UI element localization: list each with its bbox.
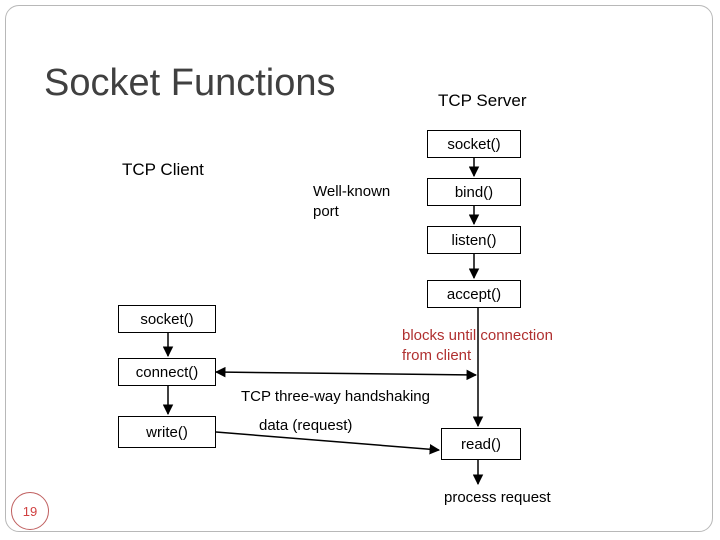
- server-socket-box: socket(): [427, 130, 521, 158]
- page-number: 19: [22, 503, 38, 519]
- client-socket-box: socket(): [118, 305, 216, 333]
- client-write-box: write(): [118, 416, 216, 448]
- client-connect-label: connect(): [135, 363, 199, 381]
- server-bind-label: bind(): [454, 183, 494, 201]
- server-bind-box: bind(): [427, 178, 521, 206]
- server-heading: TCP Server: [438, 91, 527, 110]
- slide-frame: [5, 5, 713, 532]
- process-request-label: process request: [444, 489, 551, 506]
- server-accept-box: accept(): [427, 280, 521, 308]
- client-socket-label: socket(): [140, 310, 194, 328]
- arrow-data-request: [215, 431, 441, 455]
- server-accept-label: accept(): [446, 285, 502, 303]
- data-request-label: data (request): [259, 417, 353, 434]
- well-known-port-label: Well-known port: [313, 182, 390, 222]
- server-socket-label: socket(): [447, 135, 501, 153]
- server-listen-label: listen(): [451, 231, 497, 249]
- server-read-box: read(): [441, 428, 521, 460]
- client-heading: TCP Client: [122, 160, 204, 179]
- arrow-handshake: [214, 366, 478, 381]
- well-known-line1: Well-known: [313, 183, 391, 200]
- page-number-badge: 19: [11, 492, 49, 530]
- well-known-line2: port: [313, 203, 339, 220]
- client-write-label: write(): [146, 423, 188, 441]
- server-read-label: read(): [460, 435, 501, 453]
- blocks-note-line2: from client: [402, 347, 472, 364]
- handshake-label: TCP three-way handshaking: [241, 388, 430, 405]
- server-listen-box: listen(): [427, 226, 521, 254]
- client-connect-box: connect(): [118, 358, 216, 386]
- slide-title: Socket Functions: [44, 62, 336, 104]
